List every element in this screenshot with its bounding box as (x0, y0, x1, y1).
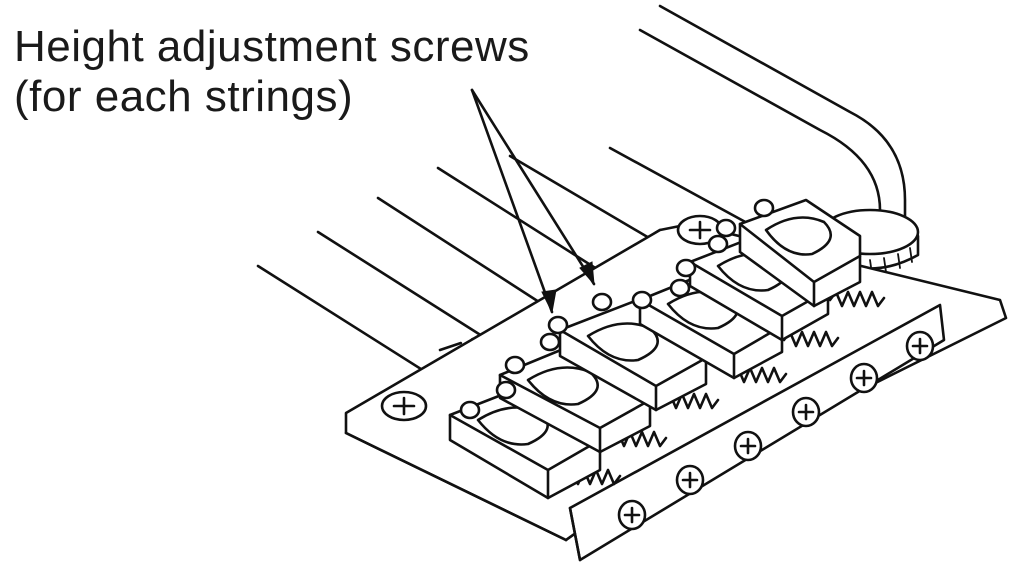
phillips-screw-icon (849, 362, 879, 394)
phillips-screw-icon (733, 430, 763, 462)
mounting-screws (380, 214, 724, 422)
callout-label-line-2: (for each strings) (14, 72, 354, 121)
height-adjustment-screws (459, 198, 775, 420)
phillips-screw-icon (676, 214, 724, 246)
screw-head-icon (715, 198, 775, 238)
phillips-screw-icon (675, 464, 705, 496)
saddles (448, 198, 862, 500)
screw-head-icon (631, 278, 691, 310)
callout-label-line-1: Height adjustment screws (14, 22, 530, 71)
screw-head-icon (675, 234, 729, 278)
phillips-screw-icon (380, 390, 428, 422)
saddle (738, 198, 862, 308)
phillips-screw-icon (617, 499, 647, 531)
screw-head-icon (547, 292, 613, 335)
intonation-screws (617, 330, 935, 531)
screw-head-icon (459, 380, 517, 420)
callout-arrows (470, 88, 596, 314)
callout-label: Height adjustment screws (for each strin… (14, 22, 530, 122)
phillips-screw-icon (791, 396, 821, 428)
phillips-screw-icon (905, 330, 935, 362)
screw-head-icon (504, 332, 561, 375)
